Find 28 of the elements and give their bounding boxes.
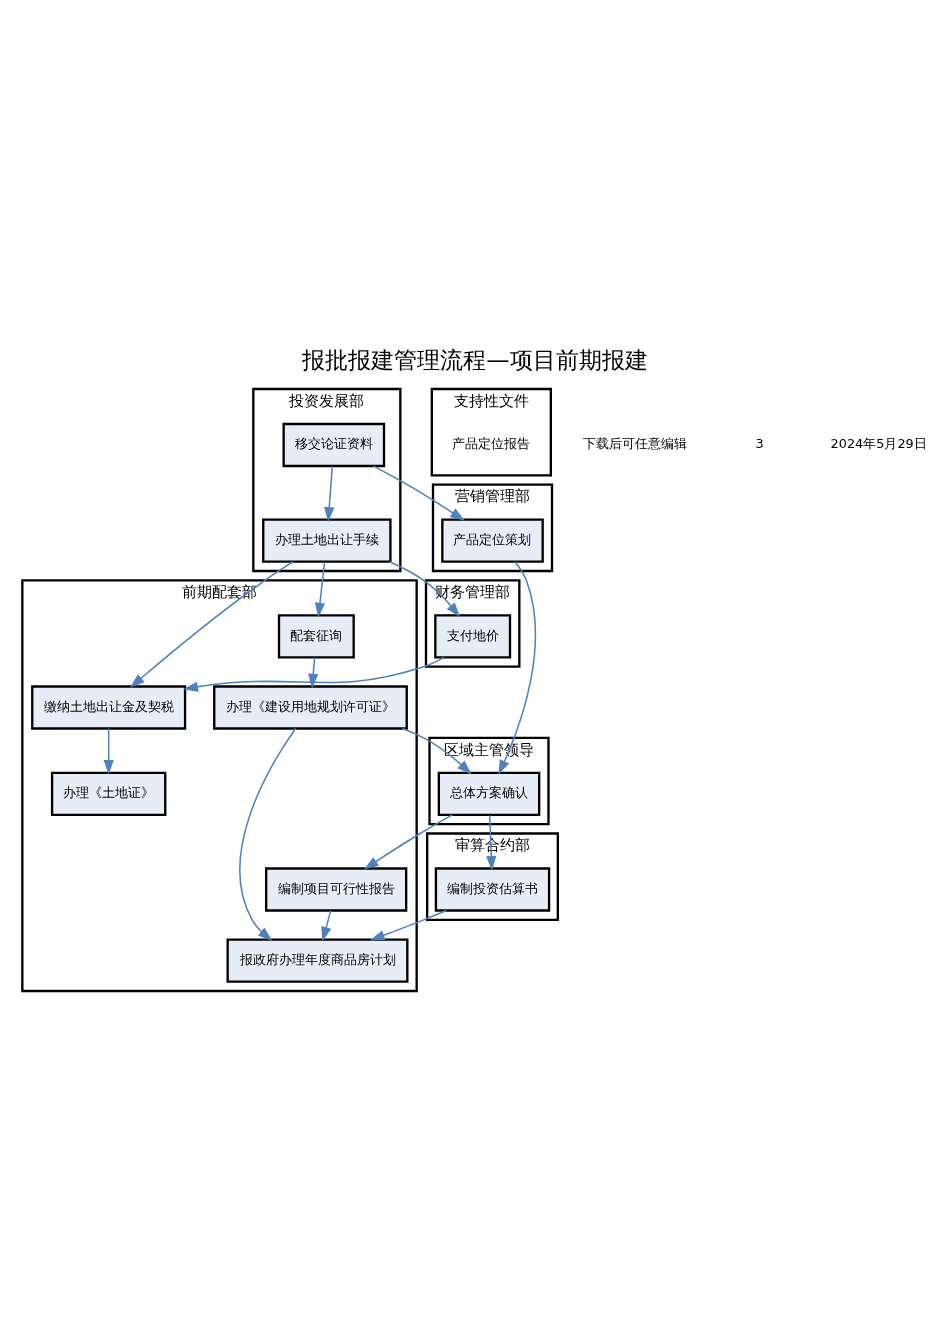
arrow	[401, 727, 472, 774]
node-box: 办理《建设用地规划许可证》	[213, 684, 408, 730]
node-box: 办理土地出让手续	[262, 518, 392, 563]
arrow	[103, 727, 114, 775]
node-box: 总体方案确认	[437, 771, 541, 816]
arrow	[372, 464, 465, 521]
node-box: 编制投资估算书	[434, 866, 551, 912]
node-text: 产品定位报告	[452, 435, 531, 451]
arrow	[314, 560, 326, 618]
arrow	[370, 909, 448, 940]
label: 2024年5月29日	[830, 435, 927, 451]
arrow	[130, 560, 295, 688]
label: 3	[755, 435, 764, 451]
node-box: 支付地价	[434, 613, 512, 658]
arrow	[239, 727, 297, 941]
node-box: 办理《土地证》	[50, 771, 167, 816]
node-box: 配套征询	[277, 613, 355, 658]
arrow	[324, 465, 335, 522]
node-box: 报政府办理年度商品房计划	[226, 938, 409, 983]
node-box: 产品定位策划	[441, 518, 544, 563]
arrow	[388, 560, 461, 617]
arrow	[363, 813, 454, 870]
node-box: 移交论证资料	[282, 422, 386, 467]
label: 下载后可任意编辑	[582, 435, 687, 451]
node-box: 缴纳土地出让金及契税	[31, 684, 187, 730]
arrow	[486, 814, 497, 871]
diagram-title: 报批报建管理流程—项目前期报建	[302, 345, 648, 374]
node-box: 编制项目可行性报告	[265, 866, 408, 912]
